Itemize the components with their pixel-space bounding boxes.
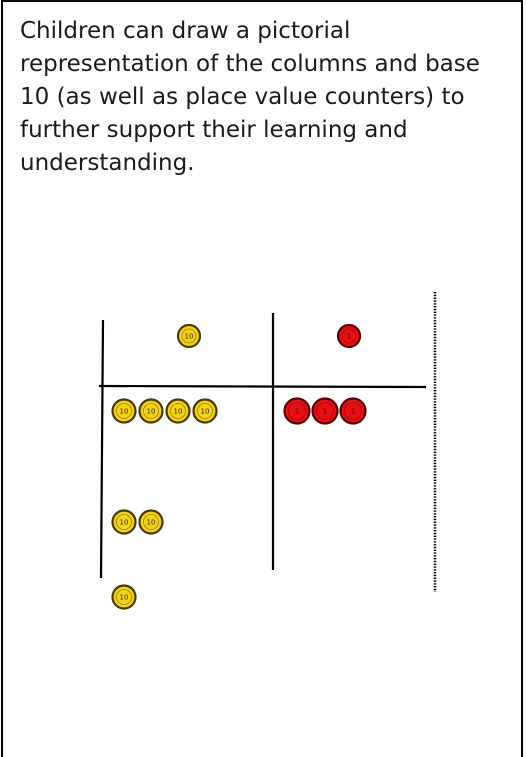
one-counter-label: 1 <box>347 333 351 341</box>
ten-counter: 10 <box>111 509 137 535</box>
counters-layer: 10 1 10 10 10 10 10 10 10 1 1 1 <box>111 323 367 610</box>
ten-counter-label: 10 <box>185 333 194 341</box>
description-text: Children can draw a pictorial representa… <box>20 18 480 176</box>
ten-counter: 10 <box>192 398 218 424</box>
ten-counter-label: 10 <box>201 408 210 416</box>
one-counter: 1 <box>311 397 339 425</box>
ten-counter-label: 10 <box>120 408 129 416</box>
one-counter: 1 <box>339 397 367 425</box>
ten-counter-label: 10 <box>147 408 156 416</box>
one-counter: 1 <box>336 323 362 349</box>
ten-counter-label: 10 <box>147 519 156 527</box>
ten-counter: 10 <box>111 398 137 424</box>
ten-counter-label: 10 <box>120 519 129 527</box>
one-counter-label: 1 <box>295 408 299 416</box>
ten-counter: 10 <box>111 584 137 610</box>
left-vertical-line <box>99 319 105 579</box>
ten-counter: 10 <box>165 398 191 424</box>
ten-counter-label: 10 <box>174 408 183 416</box>
one-counter: 1 <box>283 397 311 425</box>
one-counter-label: 1 <box>323 408 327 416</box>
ten-counter: 10 <box>176 323 202 349</box>
horizontal-line <box>98 384 427 389</box>
ten-counter-label: 10 <box>120 594 129 602</box>
ten-counter: 10 <box>138 398 164 424</box>
ten-counter: 10 <box>138 509 164 535</box>
one-counter-label: 1 <box>351 408 355 416</box>
